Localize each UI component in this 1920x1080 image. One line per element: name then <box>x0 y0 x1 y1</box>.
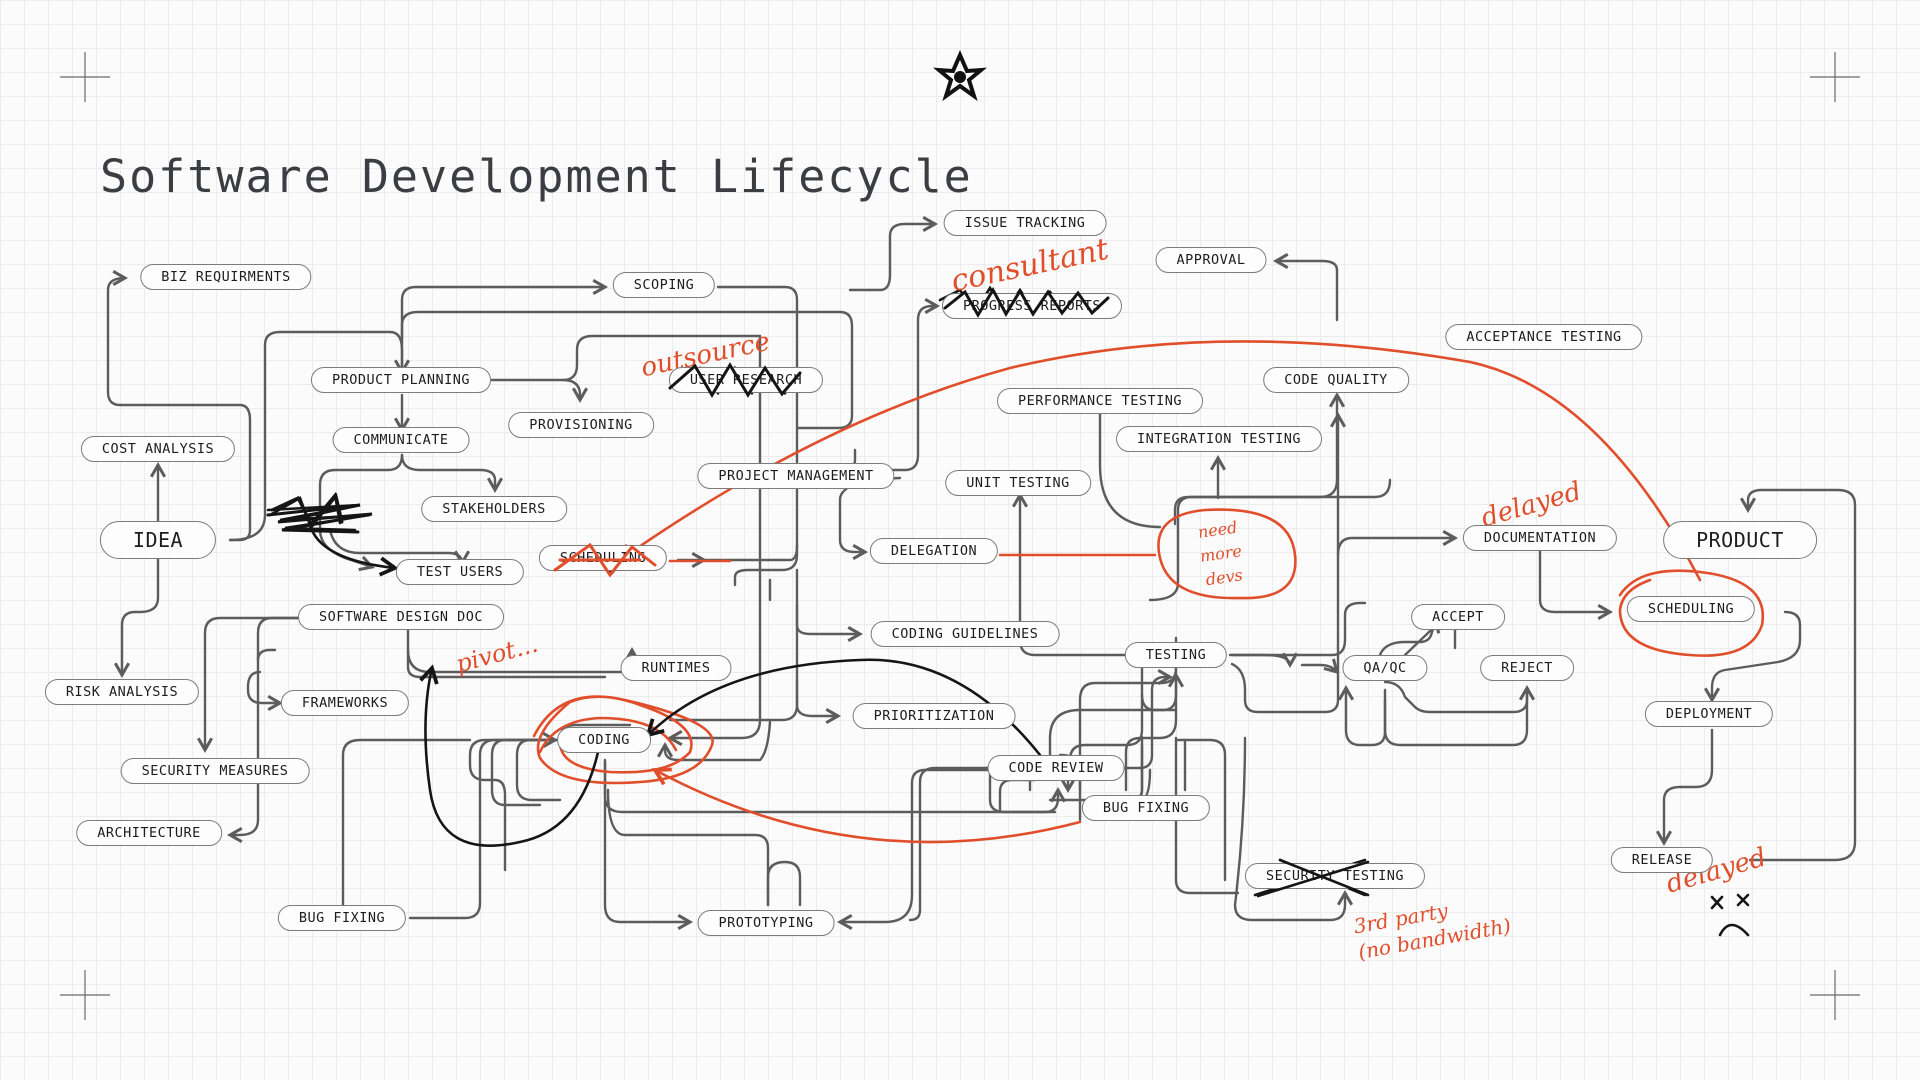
node-reject: REJECT <box>1480 655 1574 681</box>
node-deployment: DEPLOYMENT <box>1644 701 1774 727</box>
node-communicate: COMMUNICATE <box>332 427 470 453</box>
node-biz-requirements: BIZ REQUIRMENTS <box>140 264 312 290</box>
node-unit-testing: UNIT TESTING <box>945 470 1091 496</box>
node-integration-testing: INTEGRATION TESTING <box>1116 426 1322 452</box>
node-cost-analysis: COST ANALYSIS <box>80 436 236 462</box>
node-bug-fixing-right: BUG FIXING <box>1081 795 1211 821</box>
node-product-planning: PRODUCT PLANNING <box>310 367 492 393</box>
node-documentation: DOCUMENTATION <box>1462 525 1618 551</box>
node-provisioning: PROVISIONING <box>508 412 654 438</box>
node-coding-guidelines: CODING GUIDELINES <box>870 621 1060 647</box>
node-scheduling-left: SCHEDULING <box>538 545 668 571</box>
node-prototyping: PROTOTYPING <box>697 910 835 936</box>
node-frameworks: FRAMEWORKS <box>280 690 410 716</box>
node-prioritization: PRIORITIZATION <box>852 703 1016 729</box>
node-acceptance-testing: ACCEPTANCE TESTING <box>1445 324 1643 350</box>
node-architecture: ARCHITECTURE <box>76 820 222 846</box>
node-idea: IDEA <box>99 521 217 559</box>
node-testing: TESTING <box>1124 642 1228 668</box>
node-release: RELEASE <box>1610 847 1714 873</box>
node-risk-analysis: RISK ANALYSIS <box>44 679 200 705</box>
node-stakeholders: STAKEHOLDERS <box>421 496 567 522</box>
node-approval: APPROVAL <box>1155 247 1267 273</box>
node-delegation: DELEGATION <box>869 538 999 564</box>
node-code-quality: CODE QUALITY <box>1263 367 1409 393</box>
page-title: Software Development Lifecycle <box>100 150 973 203</box>
node-runtimes: RUNTIMES <box>620 655 732 681</box>
node-progress-reports: PROGRESS REPORTS <box>941 293 1123 319</box>
crop-marks <box>60 52 1860 1020</box>
logo-icon <box>932 50 988 102</box>
node-test-users: TEST USERS <box>395 559 525 585</box>
node-coding: CODING <box>557 727 651 753</box>
node-qa-qc: QA/QC <box>1342 655 1428 681</box>
node-security-measures: SECURITY MEASURES <box>120 758 310 784</box>
red-annotations <box>532 340 1765 844</box>
node-issue-tracking: ISSUE TRACKING <box>943 210 1107 236</box>
node-performance-testing: PERFORMANCE TESTING <box>997 388 1203 414</box>
node-scheduling-right: SCHEDULING <box>1626 596 1756 622</box>
node-accept: ACCEPT <box>1411 604 1505 630</box>
node-security-testing: SECURITY TESTING <box>1244 863 1426 889</box>
node-scoping: SCOPING <box>612 272 716 298</box>
node-bug-fixing-left: BUG FIXING <box>277 905 407 931</box>
node-code-review: CODE REVIEW <box>987 755 1125 781</box>
node-user-research: USER RESEARCH <box>668 367 824 393</box>
node-product: PRODUCT <box>1663 521 1817 559</box>
node-project-management: PROJECT MANAGEMENT <box>697 463 895 489</box>
node-software-design-doc: SOFTWARE DESIGN DOC <box>298 604 504 630</box>
